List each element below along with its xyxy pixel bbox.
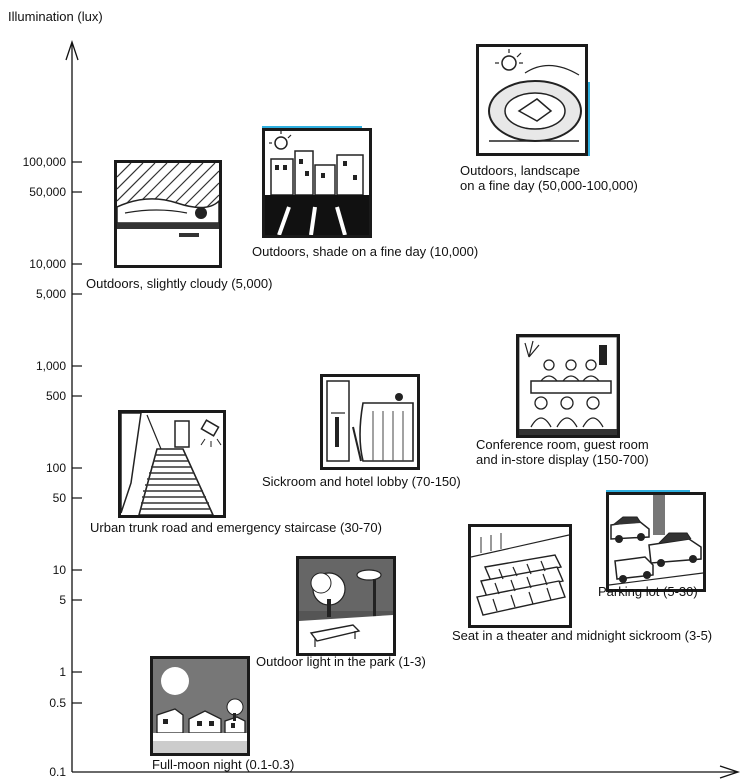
x-axis-arrow	[719, 765, 741, 779]
theater-label: Seat in a theater and midnight sickroom …	[452, 628, 713, 643]
shade-fine-day-label: Outdoors, shade on a fine day (10,000)	[252, 244, 479, 259]
staircase-label: Urban trunk road and emergency staircase…	[90, 520, 382, 535]
tick-label: 10	[52, 563, 66, 577]
tick-label: 50	[52, 491, 66, 505]
tick-label: 1	[59, 665, 66, 679]
conference-room-label-line2: and in-store display (150-700)	[476, 452, 649, 467]
tick-label: 1,000	[35, 359, 66, 373]
tick-label: 100	[45, 461, 66, 475]
tick-label: 100,000	[22, 155, 66, 169]
slightly-cloudy-illustration	[114, 160, 222, 268]
tick-label: 10,000	[29, 257, 66, 271]
parking-lot-illustration	[606, 492, 706, 592]
theater-illustration	[468, 524, 572, 628]
hotel-lobby-illustration	[320, 374, 420, 470]
parking-lot-label: Parking lot (5-30)	[598, 584, 698, 599]
y-axis-arrow	[65, 39, 79, 61]
park-light-label: Outdoor light in the park (1-3)	[256, 654, 426, 669]
full-moon-label: Full-moon night (0.1-0.3)	[152, 757, 295, 772]
conference-room-label-line1: Conference room, guest room	[476, 437, 649, 452]
landscape-illustration	[476, 44, 588, 156]
y-ticks	[72, 161, 82, 704]
landscape-label-line2: on a fine day (50,000-100,000)	[460, 178, 638, 193]
slightly-cloudy-label: Outdoors, slightly cloudy (5,000)	[86, 276, 273, 291]
park-light-illustration	[296, 556, 396, 656]
tick-label: 50,000	[29, 185, 66, 199]
hotel-lobby-label: Sickroom and hotel lobby (70-150)	[262, 474, 461, 489]
full-moon-illustration	[150, 656, 250, 756]
landscape-label-line1: Outdoors, landscape	[460, 163, 580, 178]
tick-label: 500	[45, 389, 66, 403]
staircase-illustration	[118, 410, 226, 518]
tick-label: 5,000	[35, 287, 66, 301]
shade-fine-day-illustration	[262, 128, 372, 238]
y-axis-title: Illumination (lux)	[8, 9, 103, 24]
tick-label: 5	[59, 593, 66, 607]
tick-label: 0.5	[49, 696, 66, 710]
tick-label: 0.1	[49, 765, 66, 779]
conference-room-illustration	[516, 334, 620, 438]
